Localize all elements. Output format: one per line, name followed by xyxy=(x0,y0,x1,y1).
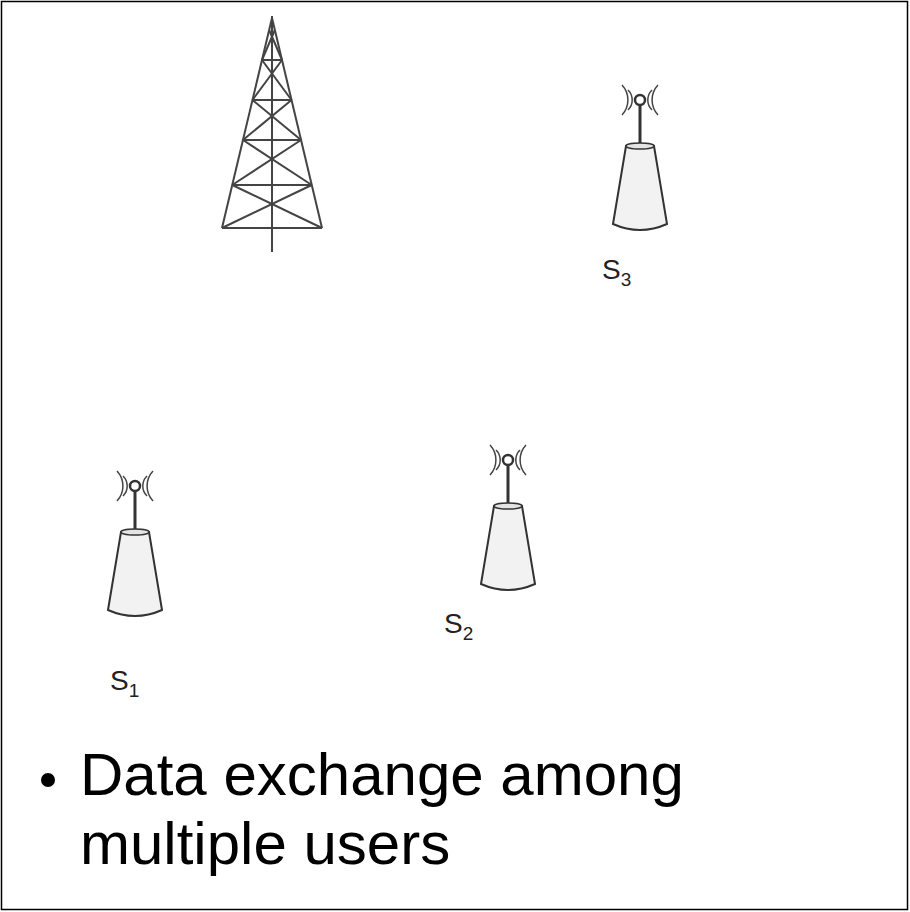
station-label: S3 xyxy=(602,256,631,284)
station-label: S1 xyxy=(110,667,139,695)
caption-text: Data exchange among multiple users xyxy=(80,740,800,878)
tower-strut xyxy=(222,227,322,229)
tower-strut xyxy=(252,60,282,100)
tower-icon xyxy=(222,16,322,252)
tower-strut xyxy=(252,99,291,101)
tower-strut xyxy=(232,140,301,185)
tower-strut xyxy=(262,30,275,60)
bullet-dot xyxy=(41,773,55,787)
tower-strut xyxy=(262,59,282,61)
tower-strut xyxy=(243,100,292,140)
tower-strut xyxy=(232,185,322,228)
station-icon xyxy=(108,471,162,616)
station-icon xyxy=(613,85,667,230)
tower-strut xyxy=(271,16,273,252)
tower-strut xyxy=(243,139,301,141)
station-label: S2 xyxy=(444,610,473,638)
tower-strut xyxy=(269,30,282,60)
tower-strut xyxy=(232,184,312,186)
tower-strut xyxy=(222,185,312,228)
tower-strut xyxy=(243,140,312,185)
station-icon xyxy=(481,445,535,590)
tower-strut xyxy=(252,100,301,140)
